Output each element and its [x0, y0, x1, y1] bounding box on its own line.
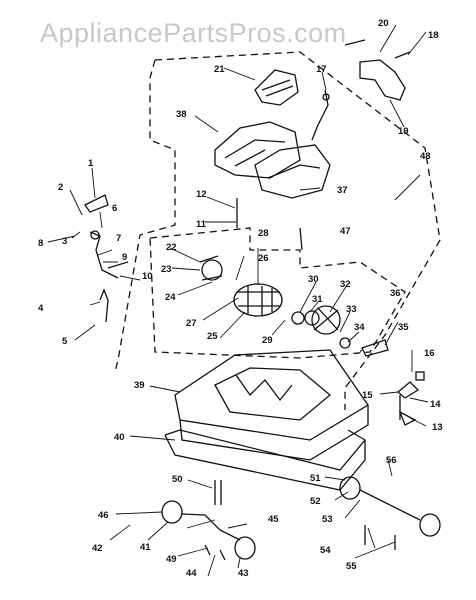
callout-23: 23 [161, 264, 172, 275]
callout-5: 5 [62, 336, 68, 347]
callout-33: 33 [346, 304, 357, 315]
callout-46: 46 [98, 510, 109, 521]
bracket-19-20 [344, 39, 411, 101]
callout-39: 39 [134, 380, 145, 391]
callout-2: 2 [58, 182, 63, 193]
motor-cover-21 [254, 69, 299, 106]
callout-18: 18 [428, 30, 439, 41]
housing-38 [214, 121, 301, 179]
callout-24: 24 [165, 292, 176, 303]
callout-29: 29 [262, 335, 273, 346]
callout-44: 44 [186, 568, 197, 579]
callout-53: 53 [322, 514, 333, 525]
callout-22: 22 [166, 242, 177, 253]
callout-25: 25 [207, 331, 218, 342]
callout-31: 31 [312, 294, 323, 305]
callout-48: 48 [420, 151, 431, 162]
axle-right [339, 476, 441, 550]
callout-4: 4 [38, 303, 44, 314]
callout-38: 38 [176, 109, 187, 120]
callout-1: 1 [88, 158, 94, 169]
callout-20: 20 [378, 18, 389, 29]
callout-34: 34 [354, 322, 365, 333]
callout-54: 54 [320, 545, 331, 556]
callout-43: 43 [238, 568, 249, 579]
motor-assembly [199, 255, 389, 357]
latch-parts-13-16 [396, 371, 425, 426]
callout-15: 15 [362, 390, 373, 401]
callout-36: 36 [390, 288, 401, 299]
base-housing-39 [174, 349, 369, 461]
callout-50: 50 [172, 474, 183, 485]
watermark-text: AppliancePartsPros.com [40, 18, 347, 48]
callout-37: 37 [337, 185, 348, 196]
pin-11-12 [236, 198, 303, 251]
callout-42: 42 [92, 543, 103, 554]
axle-left [161, 500, 256, 561]
callout-26: 26 [258, 253, 269, 264]
pedal-linkage [84, 194, 129, 323]
callout-32: 32 [340, 279, 351, 290]
callout-28: 28 [258, 228, 269, 239]
callout-35: 35 [398, 322, 409, 333]
callout-10: 10 [142, 271, 153, 282]
callout-56: 56 [386, 455, 397, 466]
callout-40: 40 [114, 432, 125, 443]
callout-55: 55 [346, 561, 357, 572]
callout-30: 30 [308, 274, 319, 285]
wire-17 [311, 89, 329, 141]
assembly-outline-48 [114, 51, 441, 410]
callout-27: 27 [186, 318, 197, 329]
callout-11: 11 [196, 219, 207, 230]
callout-12: 12 [196, 189, 207, 200]
callout-14: 14 [430, 399, 441, 410]
callout-17: 17 [316, 64, 327, 75]
callout-47: 47 [340, 226, 351, 237]
callout-49: 49 [166, 554, 177, 565]
callout-13: 13 [432, 422, 443, 433]
rod-50 [214, 480, 222, 505]
callout-7: 7 [116, 233, 121, 244]
callout-9: 9 [122, 252, 127, 263]
base-plate-40 [164, 429, 366, 491]
callout-51: 51 [310, 473, 321, 484]
callout-45: 45 [268, 514, 279, 525]
housing-37 [254, 144, 331, 199]
callout-52: 52 [310, 496, 321, 507]
callout-16: 16 [424, 348, 435, 359]
callout-19: 19 [398, 126, 409, 137]
callout-41: 41 [140, 542, 151, 553]
motor-group-outline-47 [149, 227, 406, 359]
callout-6: 6 [112, 203, 117, 214]
callout-21: 21 [214, 64, 225, 75]
callout-8: 8 [38, 238, 43, 249]
callout-3: 3 [62, 236, 67, 247]
